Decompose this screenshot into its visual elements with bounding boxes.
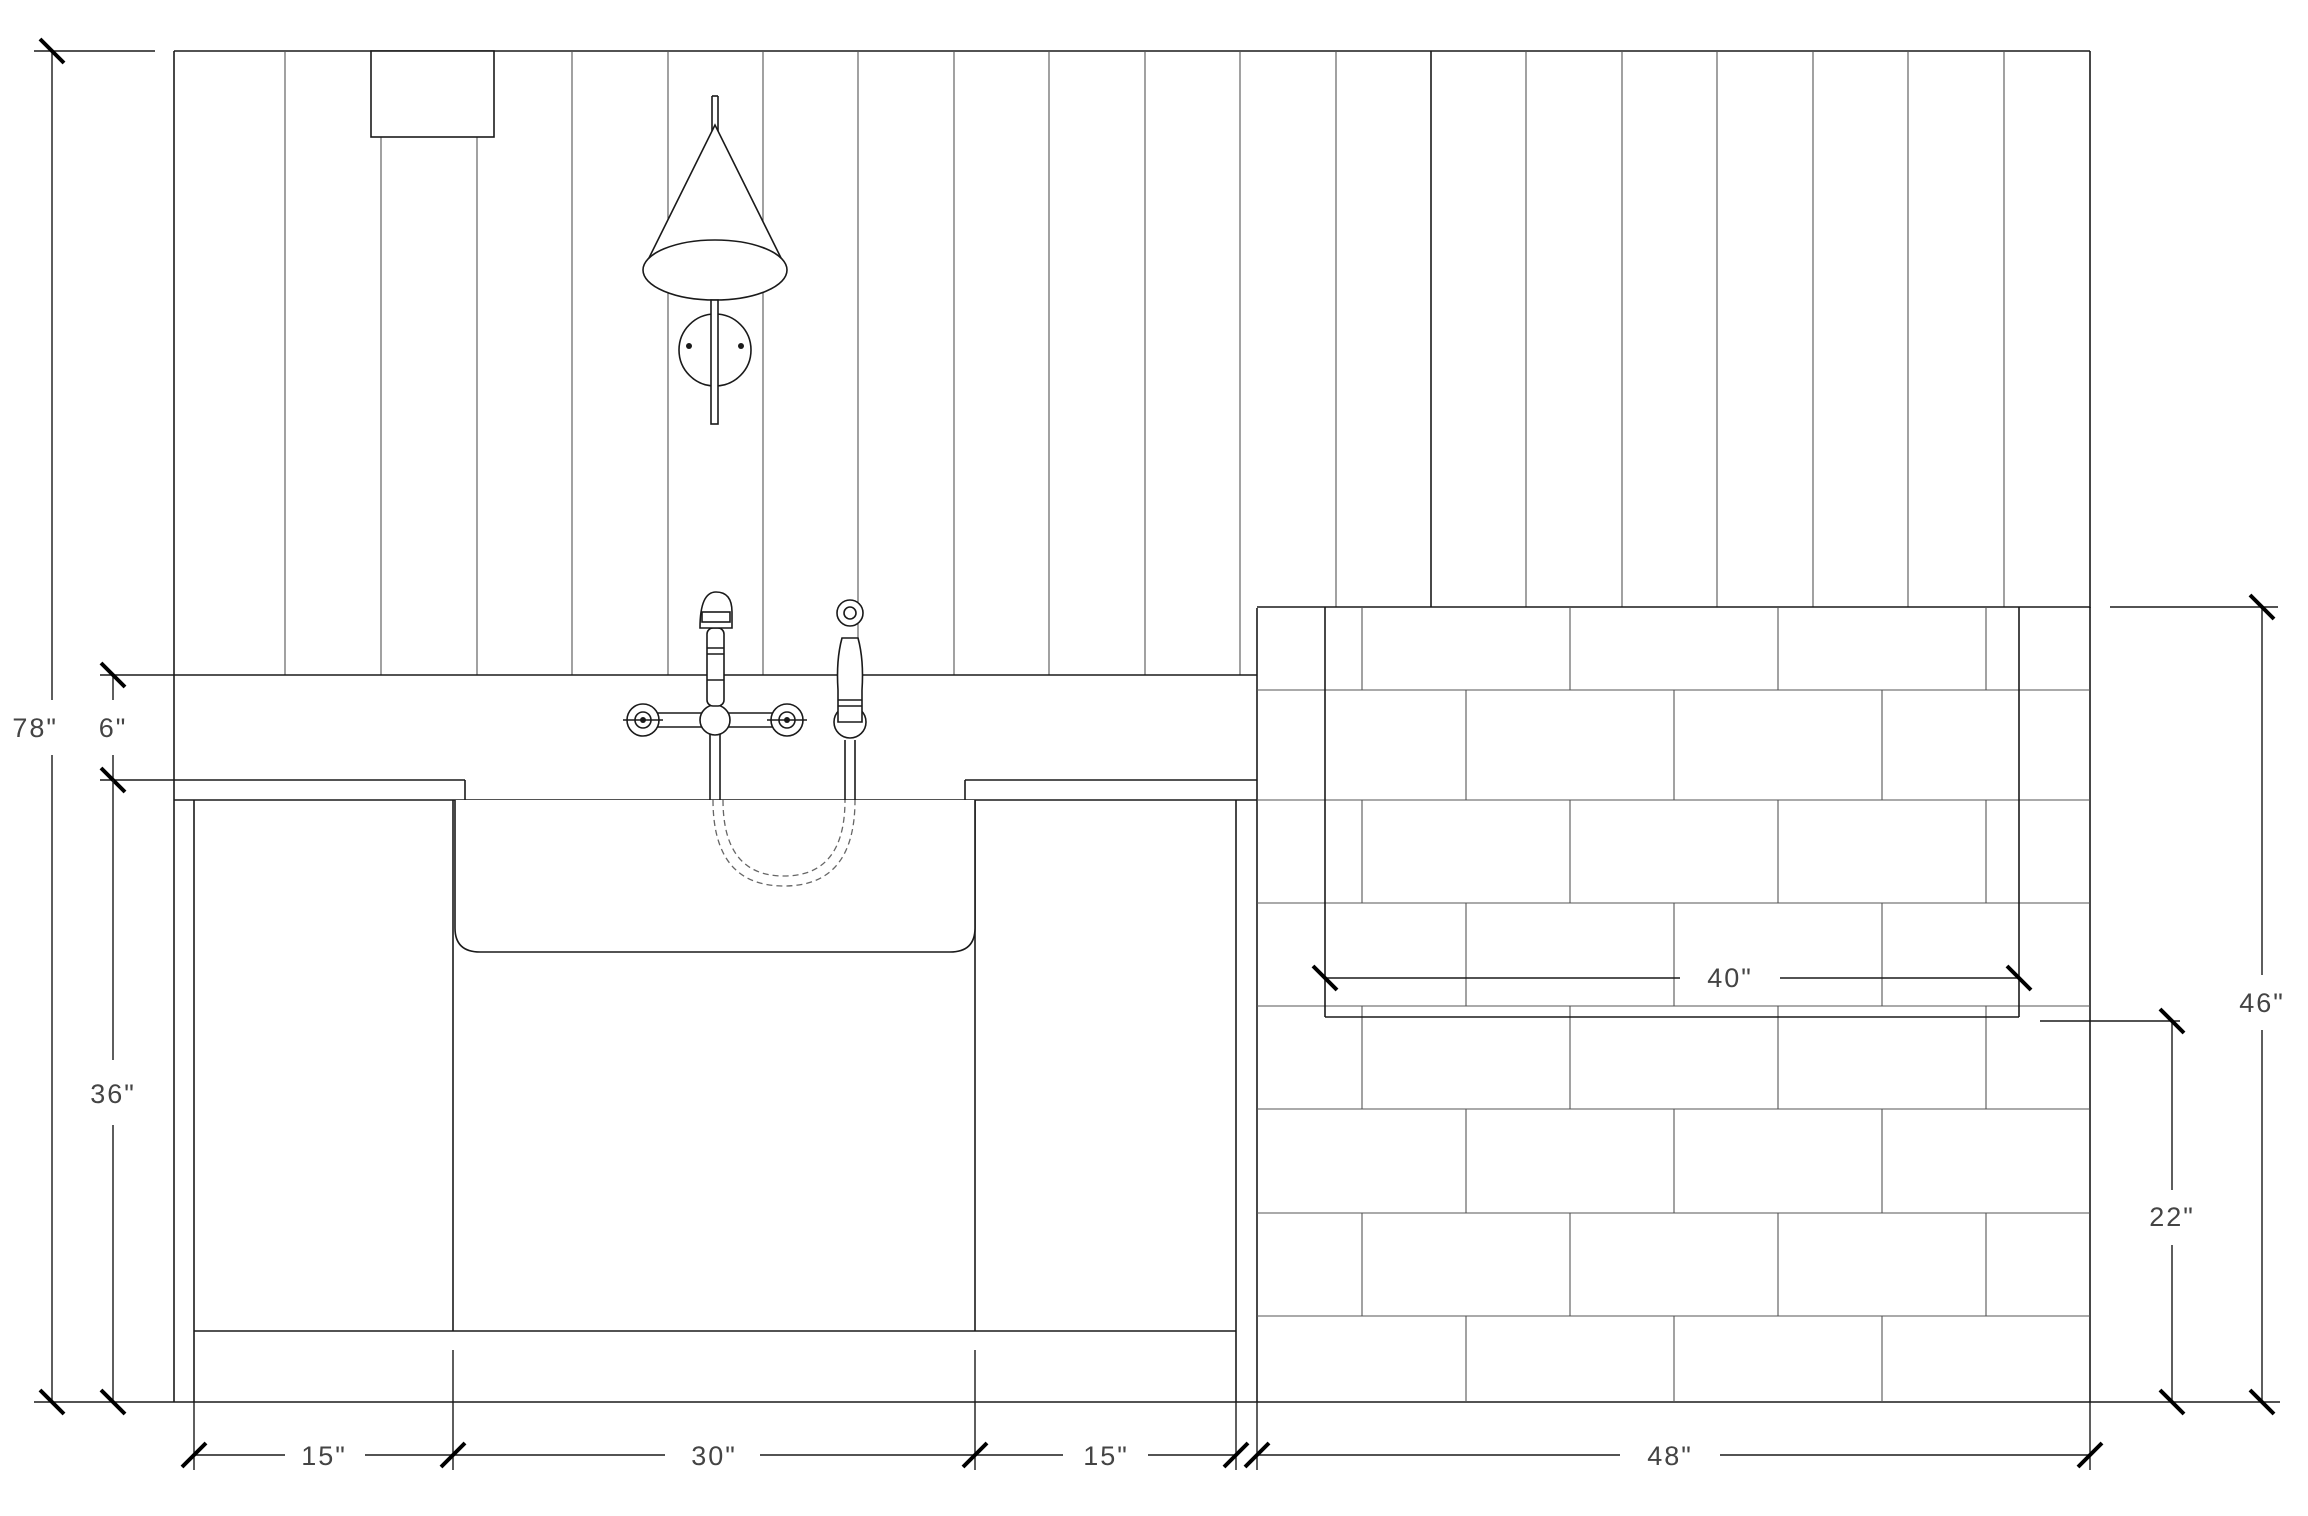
- dimension-label-sink: 30": [691, 1441, 737, 1471]
- vent-box: [370, 50, 495, 138]
- dimension-backsplash: 6": [99, 661, 174, 794]
- dimension-label-backsplash: 6": [99, 713, 128, 743]
- dimension-label-counter-height: 36": [90, 1079, 136, 1109]
- dimension-label-total-height: 78": [12, 713, 58, 743]
- tile-opening: [1324, 607, 2020, 1018]
- dimension-total-height: 78": [12, 37, 174, 1416]
- side-sprayer: [833, 599, 867, 800]
- dimension-label-tile-height: 46": [2239, 988, 2285, 1018]
- wall-sconce: [642, 95, 788, 425]
- shiplap-boards: [284, 51, 2005, 675]
- dimension-label-right-cabinet: 15": [1083, 1441, 1129, 1471]
- dimension-tile-height: 46": [2090, 593, 2285, 1416]
- tile-wall: [1257, 606, 2091, 1402]
- dimension-counter-height: 36": [90, 780, 136, 1416]
- sprayer-hose: [712, 799, 856, 887]
- dimension-label-left-cabinet: 15": [301, 1441, 347, 1471]
- dimension-opening-sill: 22": [2040, 1007, 2195, 1416]
- dimension-bottom-chain: 15" 30" 15" 48": [180, 1350, 2104, 1471]
- dimension-label-opening-sill: 22": [2149, 1202, 2195, 1232]
- dimension-label-opening-width: 40": [1707, 963, 1753, 993]
- wall-outline: [173, 50, 2091, 1403]
- dimension-label-tile-wall: 48": [1647, 1441, 1693, 1471]
- farmhouse-sink: [454, 800, 976, 953]
- bridge-faucet: [623, 591, 807, 800]
- dimension-opening-width: 40": [1311, 963, 2033, 993]
